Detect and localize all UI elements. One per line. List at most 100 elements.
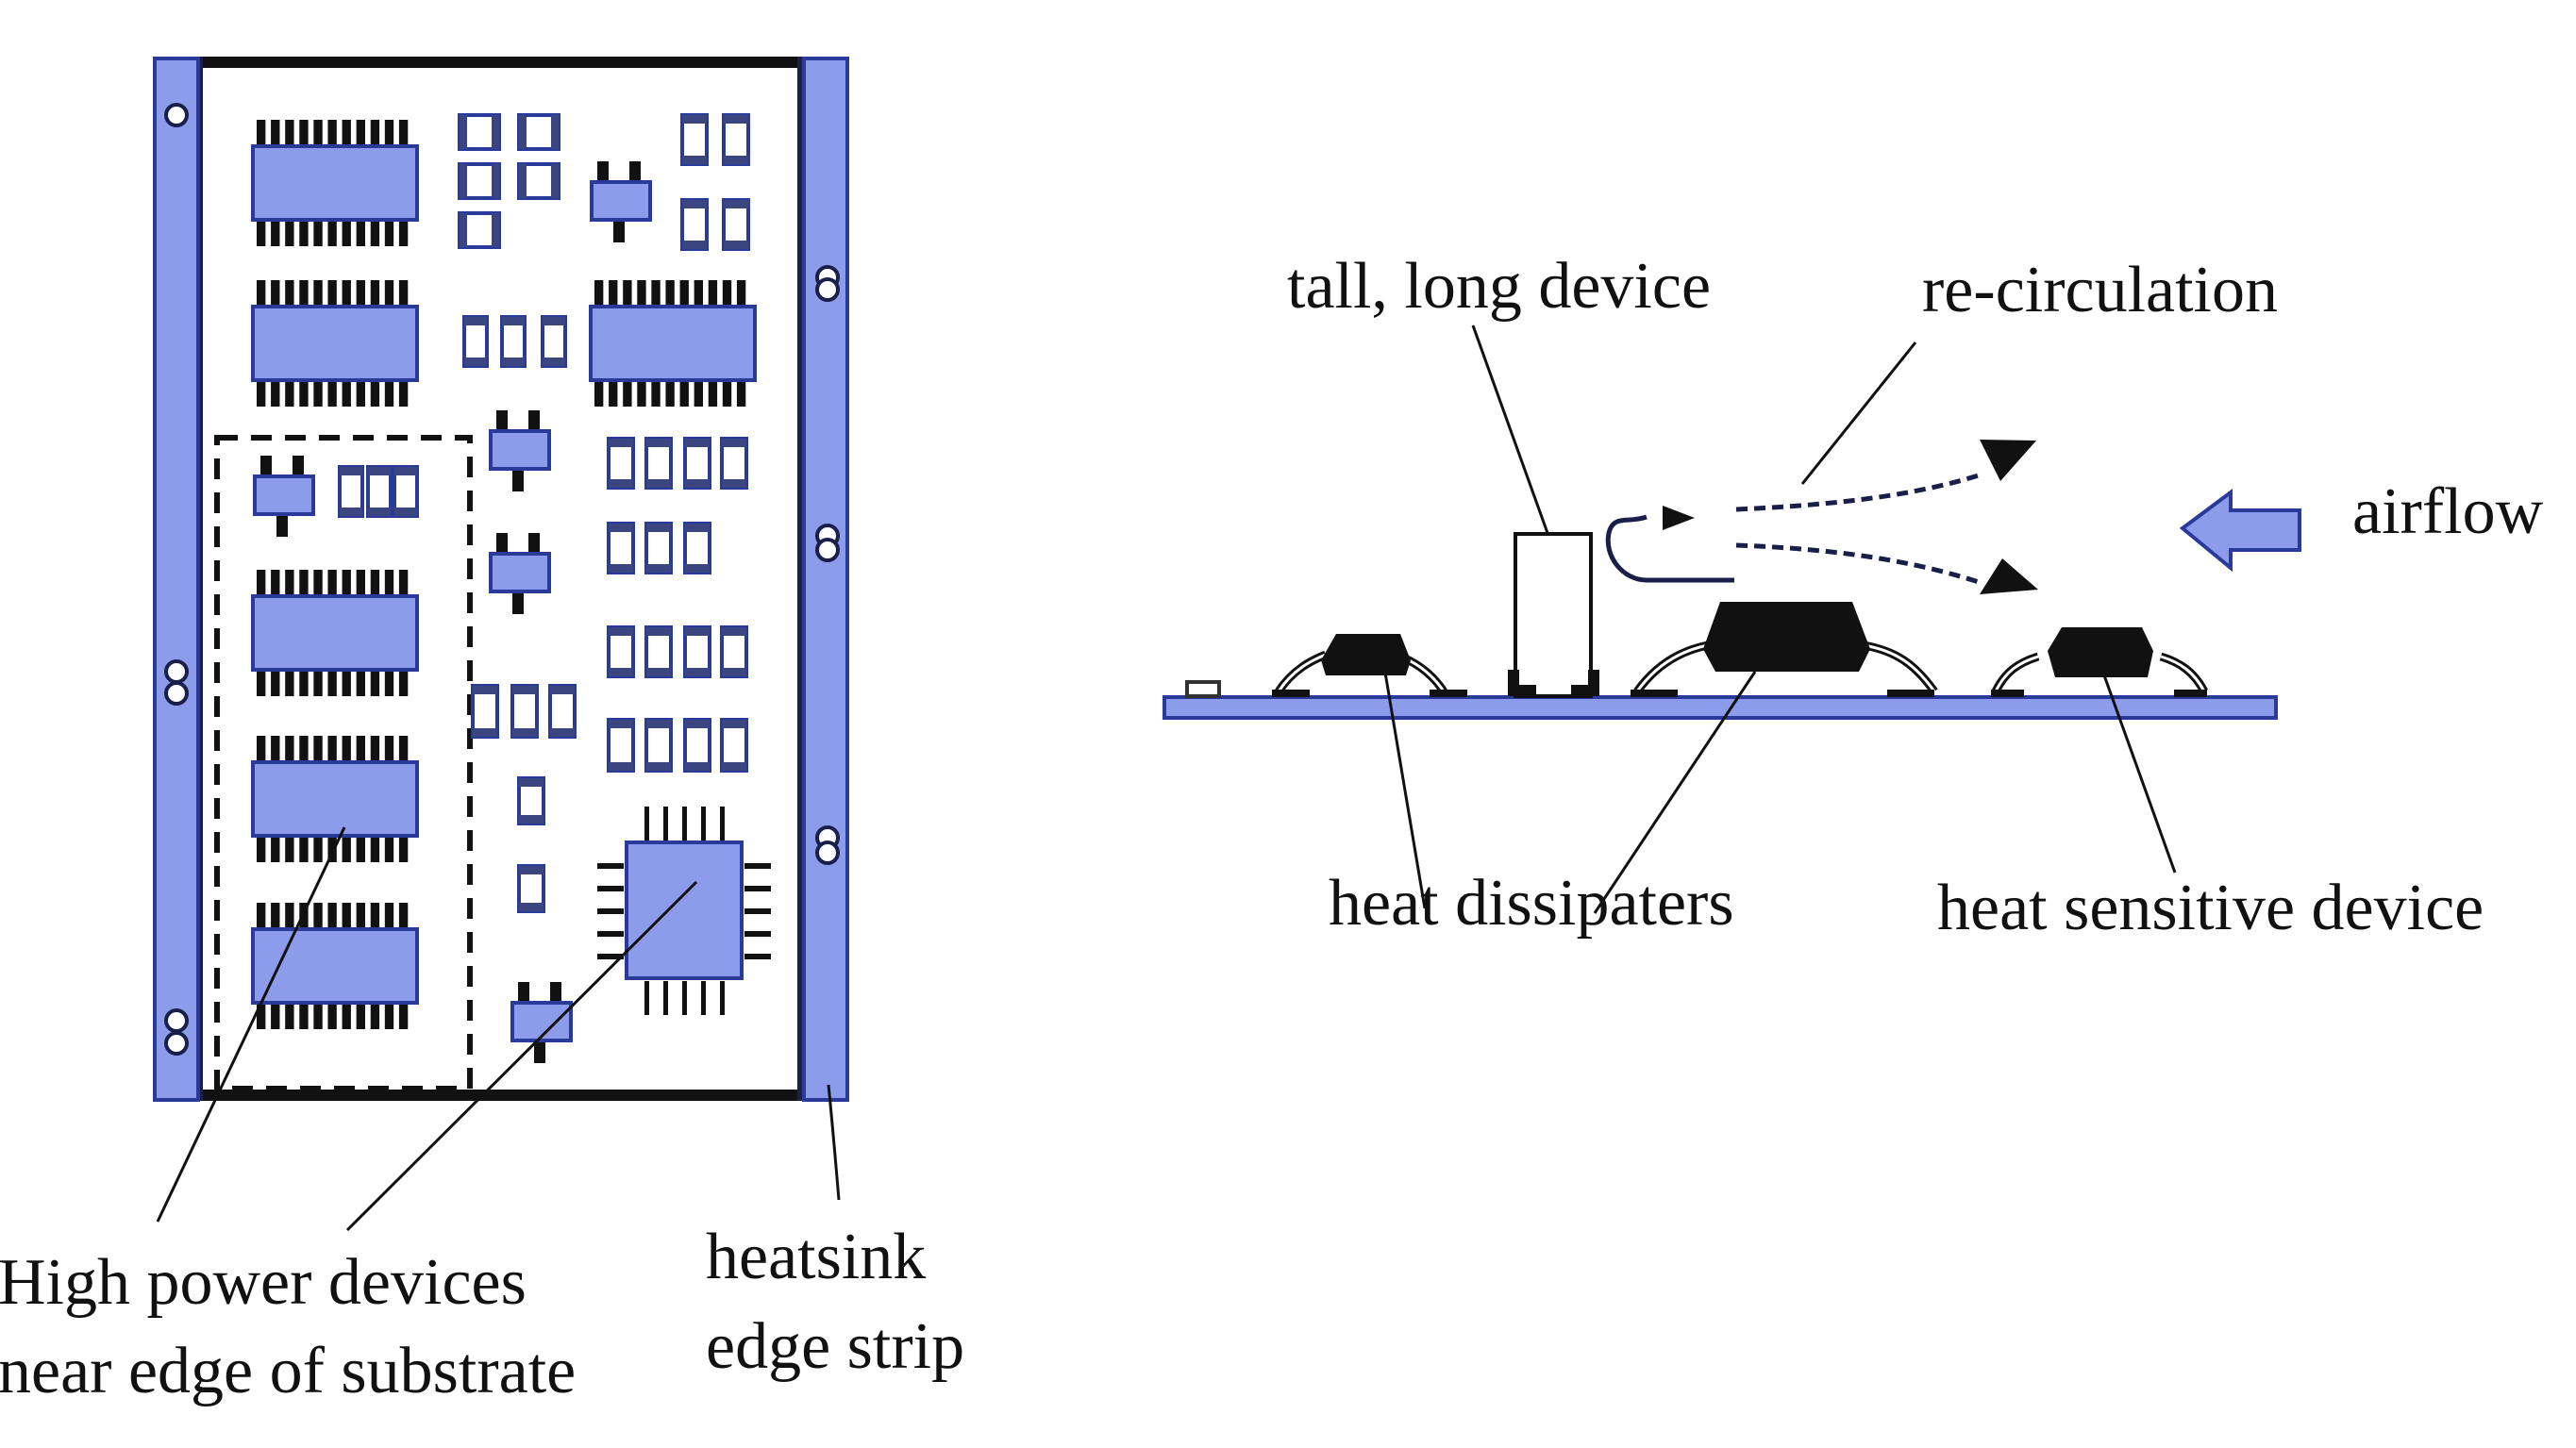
- passive-component: [517, 776, 545, 825]
- passive-component: [683, 625, 711, 678]
- label-high-power-line2: near edge of substrate: [0, 1335, 576, 1407]
- soic-body: [251, 144, 419, 222]
- passive-component: [683, 718, 711, 773]
- qfp-lead: [744, 954, 771, 959]
- passive-component: [510, 684, 539, 739]
- soic-chip: [251, 736, 419, 862]
- pcb-side-view: tall, long device re-circulation airflow…: [1163, 250, 2544, 944]
- label-heatsink-line2: edge strip: [706, 1310, 964, 1383]
- sot-transistors: [253, 161, 652, 1063]
- label-high-power-line1: High power devices: [0, 1246, 527, 1319]
- qfp-lead: [597, 931, 624, 937]
- pcb-top-view: High power devices near edge of substrat…: [0, 57, 964, 1407]
- passive-component: [471, 684, 499, 739]
- passive-component: [680, 113, 709, 166]
- board-bottom-edge: [193, 1090, 807, 1101]
- qfp-lead: [744, 908, 771, 914]
- mounting-hole-icon: [164, 103, 189, 127]
- qfp-lead: [701, 807, 706, 841]
- passive-component: [517, 113, 560, 151]
- arrowhead-lower-icon: [1980, 558, 2038, 594]
- soic-chip: [251, 120, 419, 246]
- mounting-hole-icon: [164, 1031, 189, 1056]
- sot-transistor: [489, 410, 551, 491]
- soic-chips: [251, 120, 757, 1029]
- passive-component: [607, 437, 635, 490]
- mounting-hole-icon: [164, 681, 189, 706]
- tall-long-device: [1508, 532, 1599, 698]
- qfp-lead: [682, 981, 687, 1015]
- passive-component: [366, 465, 393, 518]
- small-passive: [1185, 680, 1221, 698]
- callout-line-recirculation: [1800, 341, 1917, 485]
- substrate-cross-section: [1163, 695, 2278, 720]
- airflow-arrow-icon: [2179, 489, 2301, 573]
- label-heatsink-line1: heatsink: [706, 1221, 926, 1293]
- sot-transistor: [253, 456, 315, 537]
- airflow-path-lower: [1735, 542, 1982, 586]
- qfp-lead: [682, 807, 687, 841]
- passive-component: [517, 864, 545, 913]
- passive-component: [458, 113, 501, 151]
- passive-component: [683, 522, 711, 574]
- sot-transistor: [590, 161, 652, 242]
- sot-transistor: [510, 982, 573, 1063]
- mounting-hole-icon: [815, 538, 840, 562]
- heat-sensitive-device: [1991, 627, 2208, 697]
- passive-component: [458, 162, 501, 200]
- soic-body: [589, 305, 757, 382]
- arrowhead-upper-icon: [1980, 440, 2036, 481]
- qfp-lead: [720, 981, 725, 1015]
- passive-components: [338, 113, 750, 913]
- qfp-lead: [597, 954, 624, 959]
- mounting-hole-icon: [164, 1008, 189, 1033]
- label-tall-device: tall, long device: [1287, 250, 1711, 323]
- soic-chip: [589, 280, 757, 407]
- mounting-hole-icon: [815, 841, 840, 865]
- passive-component: [720, 718, 748, 773]
- soic-body: [251, 760, 419, 838]
- callout-line-dissipater-1: [1383, 672, 1427, 909]
- passive-component: [644, 437, 673, 490]
- callout-line-high-power-1: [156, 826, 346, 1223]
- sot-transistor: [489, 533, 551, 614]
- mounting-hole-icon: [164, 659, 189, 684]
- label-recirculation: re-circulation: [1922, 254, 2278, 326]
- heatsink-strip-right: [802, 57, 849, 1102]
- label-heat-dissipaters: heat dissipaters: [1329, 867, 1734, 940]
- soic-chip: [251, 570, 419, 696]
- passive-component: [680, 198, 709, 251]
- passive-component: [393, 465, 419, 518]
- passive-component: [720, 437, 748, 490]
- passive-component: [722, 198, 750, 251]
- heat-dissipater-2: [1631, 602, 1938, 697]
- callout-line-high-power-2: [345, 880, 698, 1232]
- arrowhead-icon: [1663, 506, 1695, 530]
- qfp-lead: [663, 981, 668, 1015]
- passive-component: [458, 211, 501, 249]
- passive-component: [722, 113, 750, 166]
- passive-component: [548, 684, 577, 739]
- passive-component: [541, 315, 567, 368]
- qfp-lead: [644, 981, 649, 1015]
- callout-line-dissipater-2: [1593, 671, 1757, 914]
- qfp-lead: [744, 886, 771, 891]
- passive-component: [720, 625, 748, 678]
- callout-line-heatsink: [827, 1084, 841, 1201]
- mounting-hole-icon: [815, 277, 840, 302]
- soic-body: [251, 594, 419, 672]
- qfp-body: [625, 841, 744, 980]
- mounting-holes: [164, 103, 840, 1056]
- passive-component: [607, 625, 635, 678]
- label-airflow: airflow: [2352, 475, 2544, 548]
- label-heat-sensitive: heat sensitive device: [1937, 872, 2484, 944]
- qfp-lead: [663, 807, 668, 841]
- qfp-lead: [720, 807, 725, 841]
- passive-component: [607, 522, 635, 574]
- passive-component: [500, 315, 527, 368]
- passive-component: [644, 625, 673, 678]
- soic-chip: [251, 903, 419, 1029]
- soic-body: [251, 927, 419, 1005]
- passive-component: [462, 315, 489, 368]
